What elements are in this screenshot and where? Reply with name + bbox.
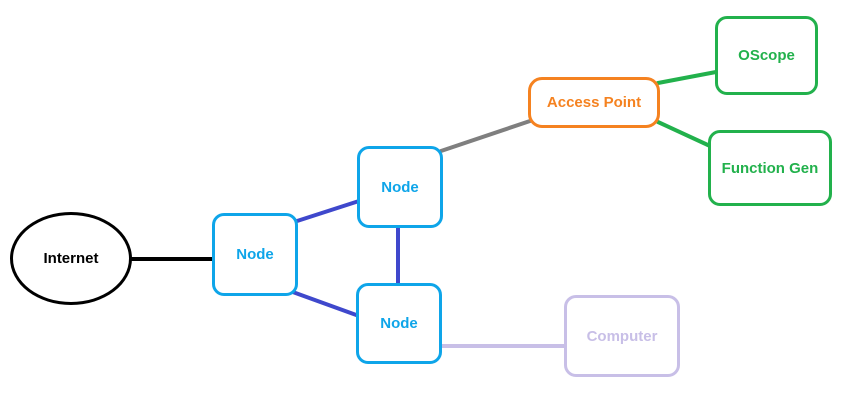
access-point-node: Access Point bbox=[528, 77, 660, 128]
node-box-1: Node bbox=[212, 213, 298, 296]
internet-label: Internet bbox=[43, 250, 99, 267]
function-gen-node: Function Gen bbox=[708, 130, 832, 206]
node-2-label: Node bbox=[381, 178, 419, 196]
node-1-label: Node bbox=[236, 246, 274, 263]
access-point-label: Access Point bbox=[546, 94, 642, 111]
edge-node2-access-point bbox=[439, 119, 532, 153]
oscope-label: OScope bbox=[738, 47, 795, 64]
edge-node1-node2 bbox=[292, 199, 361, 224]
node-box-3: Node bbox=[356, 283, 442, 364]
computer-label: Computer bbox=[586, 327, 658, 345]
edge-access-point-oscope bbox=[656, 70, 718, 85]
edge-node1-node3 bbox=[288, 289, 361, 318]
edge-access-point-function-gen bbox=[656, 120, 712, 148]
function-gen-label: Function Gen bbox=[721, 159, 819, 177]
internet-node: Internet bbox=[10, 212, 132, 305]
oscope-node: OScope bbox=[715, 16, 818, 95]
node-box-2: Node bbox=[357, 146, 443, 228]
computer-node: Computer bbox=[564, 295, 680, 377]
node-3-label: Node bbox=[380, 315, 418, 332]
